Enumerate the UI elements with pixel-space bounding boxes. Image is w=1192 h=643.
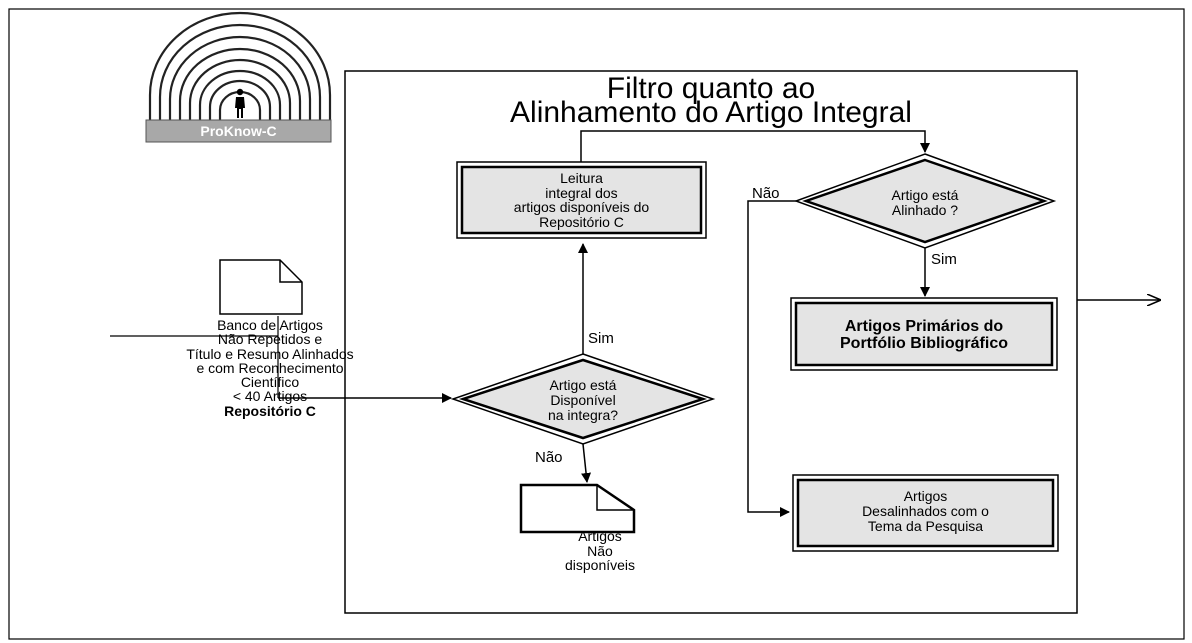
arrow-aligned-to-misaligned xyxy=(747,200,796,517)
edge-label-sim-available: Sim xyxy=(588,330,614,347)
proknow-logo xyxy=(145,11,333,144)
available-line-2: Disponível xyxy=(550,392,616,408)
person-icon xyxy=(236,88,244,96)
logo-text: ProKnow-C xyxy=(200,123,277,139)
not-available-label: Artigos Não disponíveis xyxy=(530,529,670,573)
filter-frame xyxy=(344,70,1078,614)
primary-line-1: Artigos Primários do xyxy=(844,318,1004,335)
misaligned-label: Artigos Desalinhados com o Tema da Pesqu… xyxy=(798,489,1053,534)
diagram-title-line1: Filtro quanto ao xyxy=(606,72,816,105)
input-document-icon xyxy=(219,259,303,315)
available-label: Artigo está Disponível na integra? xyxy=(503,378,663,423)
misaligned-line-2: Desalinhados com o xyxy=(862,503,989,519)
input-line-1: Banco de Artigos xyxy=(217,317,323,333)
primary-box xyxy=(790,297,1058,371)
misaligned-box xyxy=(792,474,1059,552)
edge-label-sim-aligned: Sim xyxy=(931,251,957,268)
not-available-line-1: Artigos xyxy=(578,528,622,544)
aligned-line-2: Alinhado ? xyxy=(891,202,959,218)
page-frame xyxy=(8,8,1185,640)
available-line-3: na integra? xyxy=(547,407,619,423)
misaligned-line-3: Tema da Pesquisa xyxy=(867,518,984,534)
input-line-3: Título e Resumo Alinhados xyxy=(186,345,354,362)
reading-label: Leitura integral dos artigos disponíveis… xyxy=(462,171,701,229)
available-decision xyxy=(450,353,716,445)
reading-line-1: Leitura xyxy=(560,170,603,186)
reading-line-3: artigos disponíveis do xyxy=(513,199,650,215)
input-line-4: e com Reconhecimento xyxy=(196,359,344,376)
edge-label-nao-aligned: Não xyxy=(752,185,780,202)
not-available-line-2: Não xyxy=(587,542,613,559)
aligned-label: Artigo está Alinhado ? xyxy=(845,188,1005,218)
available-line-1: Artigo está xyxy=(549,377,617,393)
diagram-title-line2: Alinhamento do Artigo Integral xyxy=(510,96,912,129)
input-label: Banco de Artigos Não Repetidos e Título … xyxy=(110,318,430,418)
aligned-line-1: Artigo está xyxy=(891,187,959,203)
input-line-5: Científico xyxy=(240,374,300,391)
not-available-line-3: disponíveis xyxy=(564,557,636,573)
primary-line-2: Portfólio Bibliográfico xyxy=(840,335,1008,352)
reading-line-4: Repositório C xyxy=(539,213,624,230)
input-line-6: < 40 Artigos xyxy=(232,388,308,405)
reading-line-2: integral dos xyxy=(545,184,618,201)
primary-label: Artigos Primários do Portfólio Bibliográ… xyxy=(796,318,1052,352)
edge-label-nao-available: Não xyxy=(535,449,563,466)
arrow-available-to-not-available xyxy=(581,443,592,483)
input-line-7: Repositório C xyxy=(224,402,316,419)
input-line-2: Não Repetidos e xyxy=(217,331,323,348)
reading-box xyxy=(456,161,707,239)
arrow-reading-to-aligned xyxy=(580,130,930,162)
misaligned-line-1: Artigos xyxy=(903,488,948,504)
aligned-decision xyxy=(793,153,1057,249)
not-available-document-icon xyxy=(519,483,636,534)
